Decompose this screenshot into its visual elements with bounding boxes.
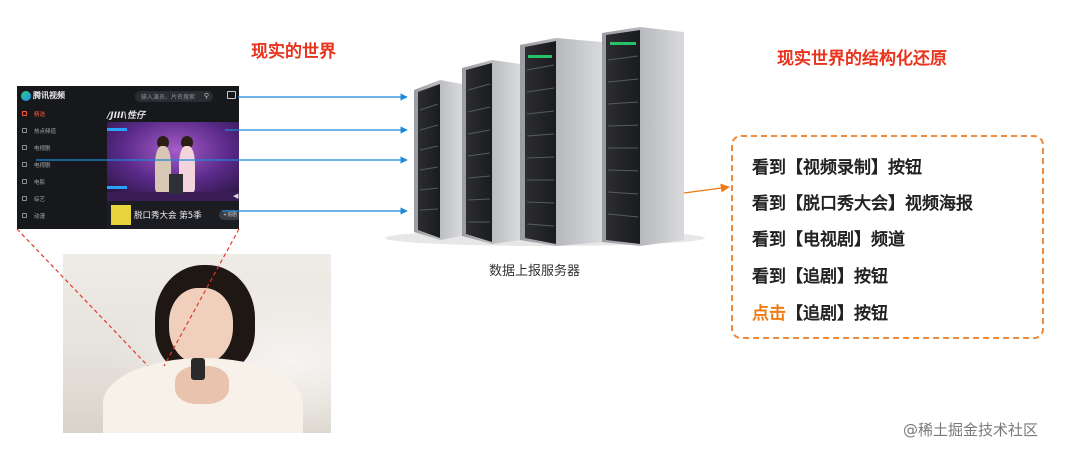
search-box[interactable]: 输入演员、片名搜索 ⚲: [135, 91, 213, 102]
result-line: 看到【电视剧】频道: [752, 230, 905, 250]
poster-accent: [107, 186, 127, 189]
tv-icon: [22, 145, 27, 150]
hot-icon: [22, 128, 27, 133]
server-label: 数据上报服务器: [489, 264, 581, 279]
search-icon[interactable]: ⚲: [203, 92, 209, 100]
title-structured-reconstruction: 现实世界的结构化还原: [777, 49, 947, 69]
result-line: 看到【追剧】按钮: [752, 267, 888, 287]
sidebar-item-tv-channel[interactable]: 电视剧: [17, 157, 87, 174]
app-sidebar: 精选 热点频道 电视剧 电视剧 电影 综艺 动漫: [17, 106, 87, 229]
sidebar-item[interactable]: 电视剧: [17, 140, 87, 157]
result-line: 看到【视频录制】按钮: [752, 158, 922, 178]
poster-accent: [107, 128, 127, 131]
volume-icon[interactable]: ◀): [233, 192, 239, 200]
dashed-projection-line-left: [16, 228, 149, 367]
title-real-world: 现实的世界: [251, 42, 336, 62]
woman-using-phone-photo: [63, 254, 331, 433]
server-rack-icon: [462, 60, 520, 244]
sidebar-item[interactable]: 电影: [17, 174, 87, 191]
app-logo-text: 腾讯视频: [33, 91, 65, 100]
home-icon: [22, 111, 27, 116]
show-name: 脱口秀大会 第5季: [134, 211, 202, 221]
tencent-video-logo-icon: [21, 91, 31, 101]
server-rack-icon: [414, 80, 462, 240]
structured-result-box: [731, 135, 1044, 339]
arrow-structured-output: [683, 183, 730, 194]
dashed-projection-line-right: [163, 228, 240, 367]
show-thumbnail: [111, 205, 131, 225]
poster-person: [155, 146, 171, 192]
photo-face: [169, 288, 233, 364]
result-line: 看到【脱口秀大会】视频海报: [752, 194, 973, 214]
rack-slots: [419, 55, 639, 227]
video-record-icon[interactable]: [227, 91, 236, 99]
sidebar-item[interactable]: 热点频道: [17, 123, 87, 140]
result-line-click: 点击【追剧】按钮: [752, 304, 888, 324]
follow-show-button[interactable]: +追剧: [219, 210, 239, 220]
poster-person: [181, 136, 193, 149]
poster-person: [157, 136, 169, 149]
sidebar-item[interactable]: 精选: [17, 106, 87, 123]
app-top-bar: 腾讯视频 输入演员、片名搜索 ⚲: [17, 86, 239, 106]
show-info-bar: 脱口秀大会 第5季 +追剧: [107, 201, 239, 229]
sidebar-item[interactable]: 综艺: [17, 191, 87, 208]
poster-person: [179, 146, 195, 192]
sidebar-item[interactable]: 动漫: [17, 208, 87, 225]
search-placeholder: 输入演员、片名搜索: [141, 94, 196, 101]
watermark: @稀土掘金技术社区: [903, 421, 1039, 439]
tv-icon: [22, 162, 27, 167]
poster-mic-stand: [169, 174, 183, 194]
tencent-video-app-screenshot: 腾讯视频 输入演员、片名搜索 ⚲ 精选 热点频道 电视剧 电视剧 电影 综艺 动…: [17, 86, 239, 229]
video-poster[interactable]: ◀) 脱口秀大会 第5季 +追剧: [107, 122, 239, 229]
anime-icon: [22, 213, 27, 218]
hero-title: /JIII\性仔: [107, 111, 145, 121]
variety-icon: [22, 196, 27, 201]
phone-icon: [191, 358, 205, 380]
server-rack-icon: [602, 27, 684, 246]
movie-icon: [22, 179, 27, 184]
